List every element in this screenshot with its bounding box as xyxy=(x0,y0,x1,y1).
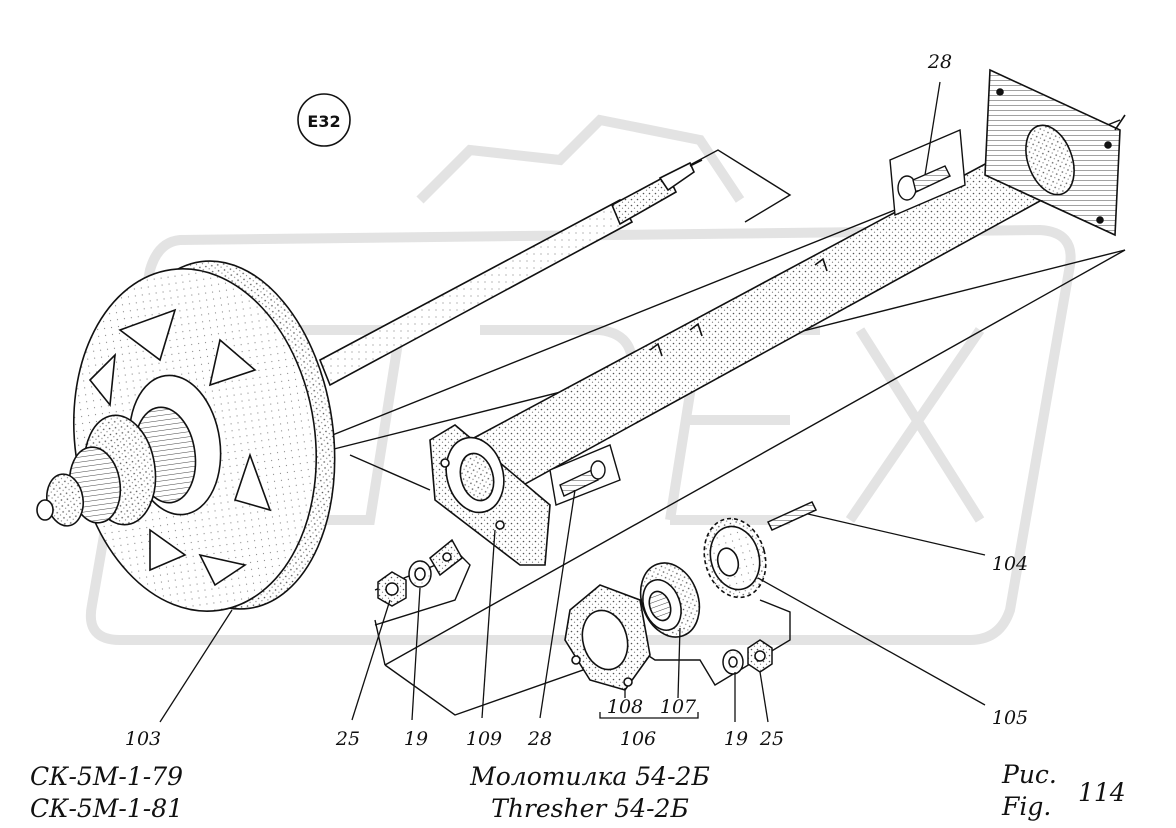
label-bearing-housing: 108 xyxy=(607,696,643,718)
badge-label: E32 xyxy=(307,112,340,131)
bolt-28-mid xyxy=(549,444,621,506)
title-russian: Молотилка 54-2Б xyxy=(470,762,710,791)
front-flange-housing xyxy=(429,424,551,566)
washer-19-right xyxy=(722,649,744,675)
pulley-wheel xyxy=(36,260,336,612)
title-english: Thresher 54-2Б xyxy=(491,794,689,823)
label-bolt-top: 28 xyxy=(927,51,952,73)
label-sprocket: 105 xyxy=(992,707,1028,729)
bracket-plate xyxy=(429,538,463,577)
label-key-pin: 104 xyxy=(992,553,1028,575)
sprocket-105 xyxy=(703,517,767,599)
nut-25-right xyxy=(747,639,773,673)
reference-badge: E32 xyxy=(297,93,351,147)
bearing-107 xyxy=(639,562,701,638)
bearing-housing-108 xyxy=(564,584,651,691)
figure-number: 114 xyxy=(1078,778,1126,807)
label-flange-housing: 109 xyxy=(466,728,502,750)
label-bearing: 107 xyxy=(660,696,697,718)
leader-lines xyxy=(159,489,986,723)
nut-25-left xyxy=(377,571,407,607)
shaft-tube xyxy=(468,136,1066,497)
label-wheel: 103 xyxy=(125,728,161,750)
bolt-28-top xyxy=(889,81,966,217)
figure-label-english: Fig. xyxy=(1002,792,1052,821)
label-bolt-mid: 28 xyxy=(527,728,552,750)
label-washer-left: 19 xyxy=(404,728,428,750)
label-nut-left: 25 xyxy=(335,728,360,750)
washer-19-left xyxy=(408,560,432,588)
model-line-1: СК-5М-1-79 xyxy=(30,762,184,791)
label-assembly: 106 xyxy=(620,728,656,750)
rear-mounting-plate xyxy=(984,68,1126,237)
main-shaft xyxy=(318,159,703,387)
model-line-2: СК-5М-1-81 xyxy=(30,794,184,823)
label-washer-right: 19 xyxy=(724,728,748,750)
assembly-bracket-106 xyxy=(599,712,699,719)
assembly-boundary-lines xyxy=(319,119,1126,716)
label-nut-right: 25 xyxy=(759,728,784,750)
key-pin-104 xyxy=(766,501,818,531)
figure-label-russian: Рис. xyxy=(1002,760,1057,789)
